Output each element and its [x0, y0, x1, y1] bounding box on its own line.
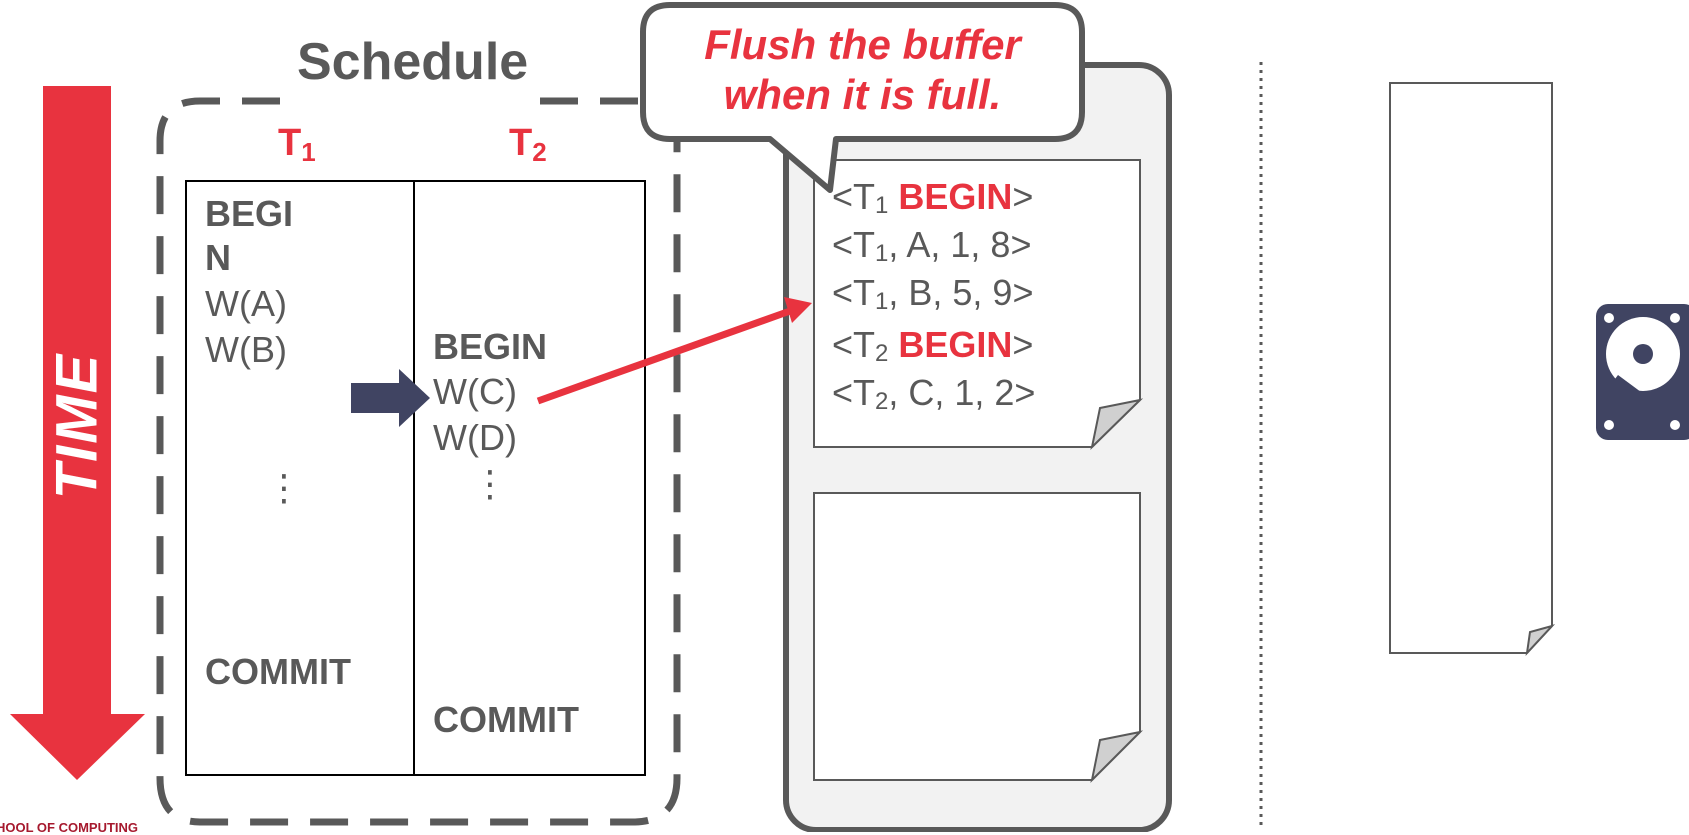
log-record: <T1, B, 5, 9> — [832, 272, 1034, 315]
schedule-title: Schedule — [293, 32, 533, 92]
t1-begin-part2: N — [205, 237, 231, 278]
time-arrow — [10, 86, 145, 780]
time-label: TIME — [44, 352, 110, 500]
current-op-arrow-icon — [351, 369, 430, 427]
log-record: <T1 BEGIN> — [832, 176, 1034, 219]
log-page-2 — [813, 492, 1144, 784]
t2-commit: COMMIT — [433, 699, 579, 740]
hard-disk-icon — [1596, 304, 1689, 440]
t2-write-d: W(D) — [433, 417, 517, 458]
t2-write-c: W(C) — [433, 371, 517, 412]
disk-log-page — [1389, 82, 1556, 657]
log-record: <T1, A, 1, 8> — [832, 224, 1032, 267]
log-record: <T2, C, 1, 2> — [832, 372, 1036, 415]
t1-write-a: W(A) — [205, 283, 287, 324]
t1-header: T1 — [278, 122, 316, 167]
callout-line-1: Flush the buffer — [704, 21, 1021, 68]
t2-begin: BEGIN — [433, 326, 548, 367]
log-page-1 — [813, 159, 1144, 451]
t1-ellipsis: ⋮ — [266, 467, 302, 508]
t2-ellipsis: ⋮ — [472, 463, 508, 504]
schedule-table — [185, 180, 646, 776]
t1-begin-part1: BEGI — [205, 193, 294, 234]
callout-bubble — [640, 2, 1085, 193]
t1-commit: COMMIT — [205, 651, 351, 692]
log-record: <T2 BEGIN> — [832, 324, 1034, 367]
write-to-log-arrow — [536, 297, 812, 405]
callout-line-2: when it is full. — [723, 71, 1002, 118]
t1-write-b: W(B) — [205, 329, 287, 370]
footer-text: HOOL OF COMPUTING — [0, 820, 139, 835]
schedule-dashed-border — [156, 97, 681, 826]
t2-header: T2 — [509, 122, 547, 167]
callout-text: Flush the buffer when it is full. — [643, 20, 1082, 120]
